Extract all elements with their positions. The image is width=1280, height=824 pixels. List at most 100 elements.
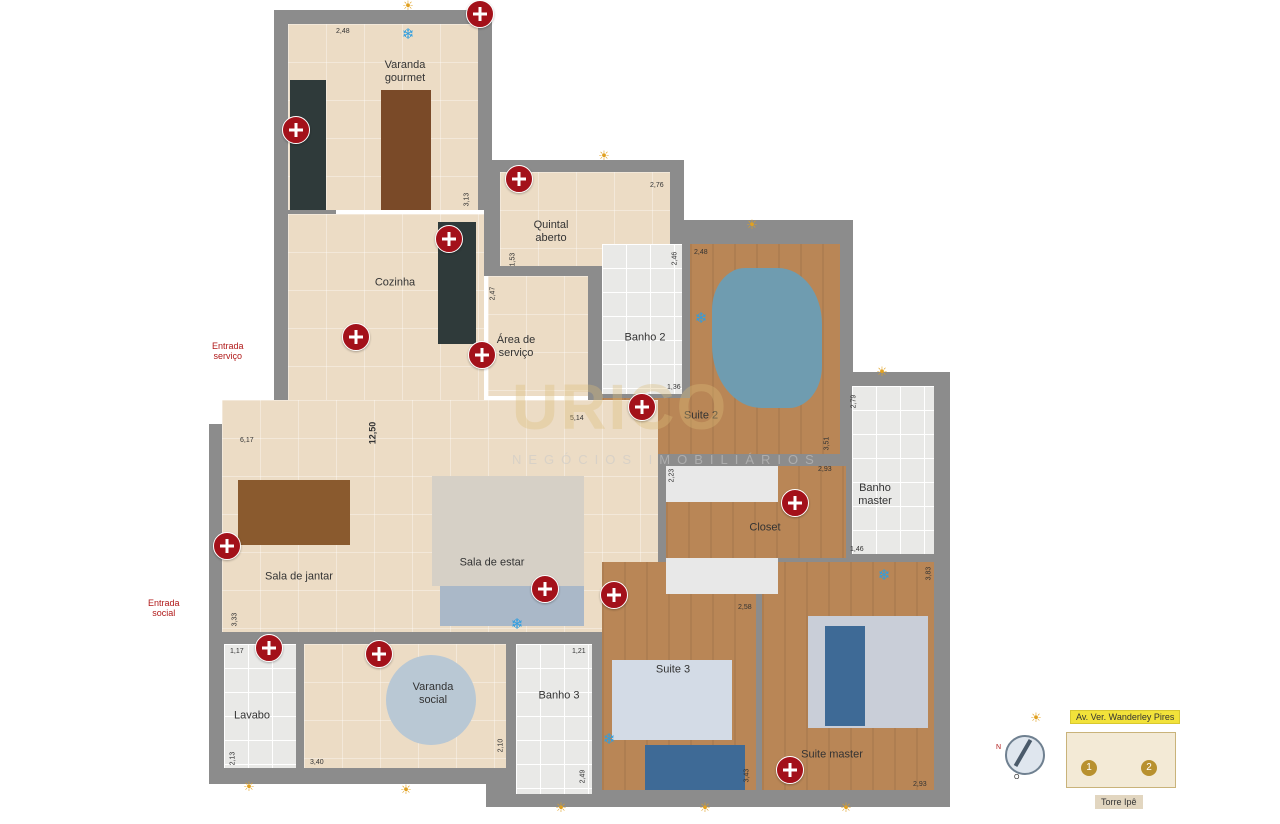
hotspot-kitchen-island[interactable] bbox=[435, 225, 463, 253]
master-bed-blanket bbox=[825, 626, 865, 726]
dimension-label: 2,76 bbox=[650, 182, 664, 189]
compass-north-label: N bbox=[996, 744, 1002, 751]
dimension-label: 2,58 bbox=[738, 604, 752, 611]
sun-icon: ☀ bbox=[402, 0, 414, 13]
dimension-label: 1,21 bbox=[572, 648, 586, 655]
room-label-sala-jantar: Sala de jantar bbox=[265, 570, 333, 583]
sun-icon: ☀ bbox=[699, 800, 711, 815]
room-label-banho-3: Banho 3 bbox=[538, 689, 580, 702]
dimension-label: 3,51 bbox=[823, 436, 831, 451]
room-label-suite-master: Suite master bbox=[801, 748, 863, 761]
dimension-label: 3,13 bbox=[463, 192, 471, 207]
dimension-label: 2,46 bbox=[671, 251, 679, 266]
compass-west-label: O bbox=[1014, 774, 1020, 781]
dimension-label: 2,79 bbox=[850, 394, 858, 409]
dimension-label: 1,36 bbox=[667, 384, 681, 391]
hotspot-varanda-social[interactable] bbox=[365, 640, 393, 668]
suite-2-rug bbox=[712, 268, 822, 408]
entrance-service-label: Entrada serviço bbox=[212, 341, 244, 361]
hotspot-suite-master[interactable] bbox=[776, 756, 804, 784]
dimension-label: 2,48 bbox=[694, 249, 708, 256]
hotspot-churrasqueira[interactable] bbox=[282, 116, 310, 144]
sun-icon: ☀ bbox=[400, 782, 412, 797]
dimension-label: 2,49 bbox=[579, 769, 587, 784]
sun-icon: ☀ bbox=[243, 779, 255, 794]
hotspot-quintal-aberto[interactable] bbox=[505, 165, 533, 193]
living-rug bbox=[432, 476, 584, 586]
room-label-area-servico: Área de serviço bbox=[496, 334, 536, 359]
room-label-closet: Closet bbox=[749, 521, 781, 534]
hotspot-sala-jantar[interactable] bbox=[213, 532, 241, 560]
room-label-banho-2: Banho 2 bbox=[624, 331, 666, 344]
kitchen-counter bbox=[290, 80, 326, 210]
dining-table bbox=[238, 480, 350, 545]
dimension-label: 3,40 bbox=[310, 759, 324, 766]
dimension-label: 1,46 bbox=[850, 546, 864, 553]
room-label-varanda-gourmet: Varanda gourmet bbox=[384, 59, 426, 84]
tower-label: Torre Ipê bbox=[1095, 795, 1143, 809]
unit-badge: 2 bbox=[1141, 760, 1157, 776]
tower-diagram bbox=[1066, 732, 1176, 788]
dimension-label: 2,10 bbox=[497, 738, 505, 753]
floor-banho-master bbox=[852, 386, 934, 554]
street-label: Av. Ver. Wanderley Pires bbox=[1070, 710, 1181, 724]
air-conditioner-icon: ❄ bbox=[401, 26, 415, 43]
hotspot-area-servico[interactable] bbox=[468, 341, 496, 369]
floor-banho-2 bbox=[602, 244, 682, 394]
entrance-social-label: Entrada social bbox=[148, 598, 180, 618]
sun-icon: ☀ bbox=[1030, 710, 1042, 725]
hotspot-closet[interactable] bbox=[781, 489, 809, 517]
dimension-label: 2,48 bbox=[336, 28, 350, 35]
room-label-suite-3: Suite 3 bbox=[655, 663, 691, 676]
suite-3-rug bbox=[612, 660, 732, 740]
dimension-label: 2,47 bbox=[489, 286, 497, 301]
floor-lavabo bbox=[224, 644, 296, 768]
dimension-label: 2,13 bbox=[229, 751, 237, 766]
sun-icon: ☀ bbox=[555, 800, 567, 815]
closet-wardrobe bbox=[666, 466, 778, 502]
hotspot-sala-estar[interactable] bbox=[531, 575, 559, 603]
dimension-label: 12,50 bbox=[367, 421, 378, 445]
suite-3-bed bbox=[645, 745, 745, 790]
dimension-label: 3,83 bbox=[925, 566, 933, 581]
hotspot-cozinha[interactable] bbox=[342, 323, 370, 351]
watermark-tagline: NEGÓCIOS IMOBILIÁRIOS bbox=[512, 452, 821, 467]
sun-icon: ☀ bbox=[746, 217, 758, 232]
air-conditioner-icon: ❄ bbox=[694, 310, 708, 327]
hotspot-lavabo[interactable] bbox=[255, 634, 283, 662]
dimension-label: 3,33 bbox=[231, 612, 239, 627]
dimension-label: 3,43 bbox=[743, 768, 751, 783]
dimension-label: 1,17 bbox=[230, 648, 244, 655]
unit-badge: 1 bbox=[1081, 760, 1097, 776]
room-label-lavabo: Lavabo bbox=[233, 709, 271, 722]
dimension-label: 2,23 bbox=[668, 468, 676, 483]
room-label-quintal-aberto: Quintal aberto bbox=[533, 219, 569, 244]
hotspot-varanda-gourmet[interactable] bbox=[466, 0, 494, 28]
room-label-suite-2: Suite 2 bbox=[683, 409, 719, 422]
closet-wardrobe bbox=[666, 558, 778, 594]
room-label-varanda-social: Varanda social bbox=[412, 681, 454, 706]
air-conditioner-icon: ❄ bbox=[510, 616, 524, 633]
dimension-label: 6,17 bbox=[240, 437, 254, 444]
dimension-label: 2,93 bbox=[818, 466, 832, 473]
compass-rose-icon bbox=[1005, 735, 1045, 775]
floor-banho-3 bbox=[516, 644, 592, 794]
dimension-label: 1,53 bbox=[509, 252, 517, 267]
sofa bbox=[440, 586, 584, 626]
hotspot-suite-2[interactable] bbox=[628, 393, 656, 421]
watermark-logo: URICO bbox=[512, 371, 729, 443]
dining-table-gourmet bbox=[381, 90, 431, 210]
sun-icon: ☀ bbox=[598, 148, 610, 163]
dimension-label: 2,93 bbox=[913, 781, 927, 788]
room-label-sala-estar: Sala de estar bbox=[459, 556, 525, 569]
floor-closet bbox=[666, 466, 846, 558]
hotspot-suite-3[interactable] bbox=[600, 581, 628, 609]
sun-icon: ☀ bbox=[876, 364, 888, 379]
floor-area-servico bbox=[488, 276, 588, 396]
room-label-banho-master: Banho master bbox=[858, 482, 892, 507]
sun-icon: ☀ bbox=[840, 800, 852, 815]
air-conditioner-icon: ❄ bbox=[877, 567, 891, 584]
air-conditioner-icon: ❄ bbox=[602, 731, 616, 748]
dimension-label: 5,14 bbox=[570, 415, 584, 422]
wall bbox=[274, 10, 492, 24]
